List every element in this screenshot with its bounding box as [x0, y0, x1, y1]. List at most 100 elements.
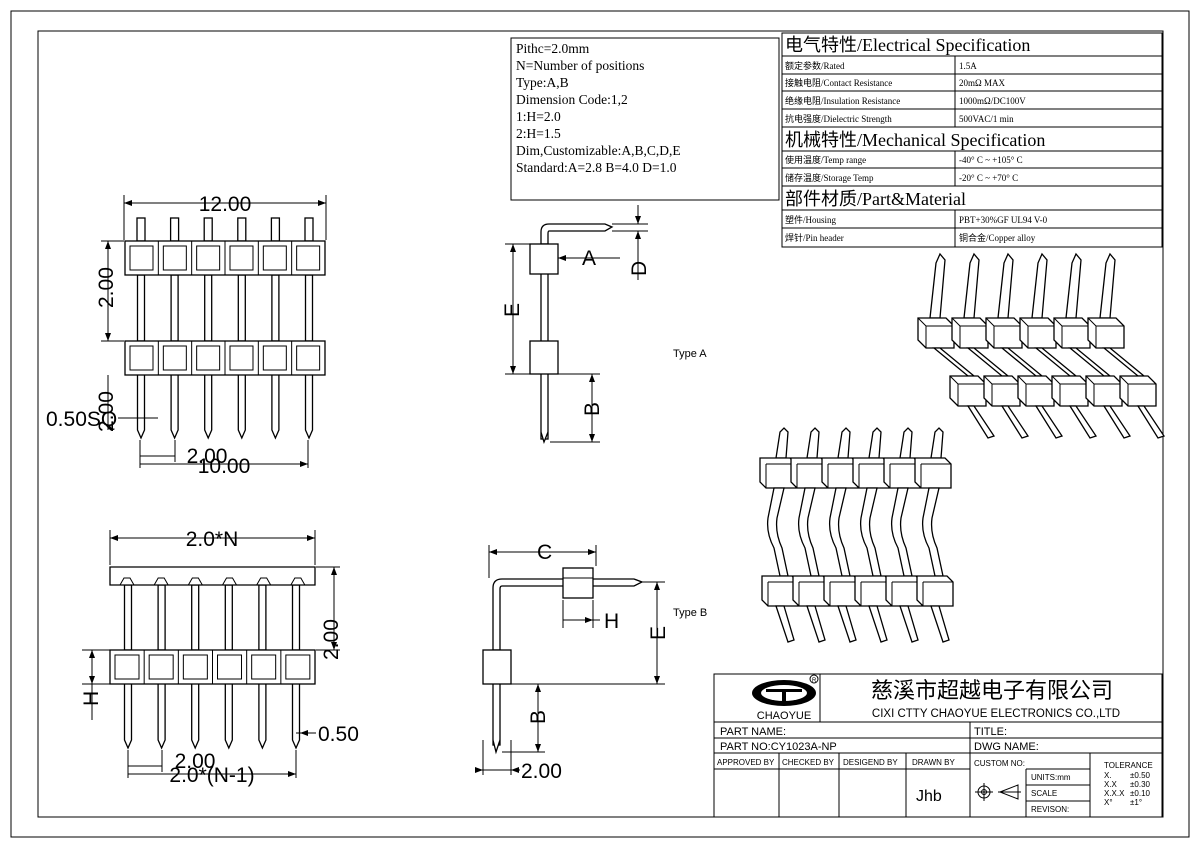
dim-pin-b: 0.50 [318, 723, 359, 746]
housing-notch [256, 577, 272, 586]
approved-by-label: APPROVED BY [717, 758, 775, 767]
iso-pin-tip [930, 427, 944, 459]
tol-key: X.X [1104, 780, 1118, 789]
iso-housing [759, 457, 797, 489]
spec-table: 电气特性/Electrical Specification 额定参数/Rated… [781, 32, 1163, 248]
iso-pin-tail [806, 605, 826, 643]
spec-value: 1.5A [959, 61, 977, 71]
brand-name: CHAOYUE [757, 710, 811, 722]
cell-window [196, 245, 221, 271]
dim-a: A [582, 247, 596, 270]
revision-label: REVISON: [1031, 805, 1069, 814]
tol-value: ±0.30 [1130, 780, 1151, 789]
dim-pin-length: 2.00 [95, 391, 118, 432]
isometric-view-type-b [759, 427, 954, 643]
iso-pin [1034, 347, 1078, 377]
iso-pin-tail [966, 405, 996, 439]
iso-pin-cranked [766, 487, 789, 577]
pin-lower [237, 375, 246, 440]
iso-pin-bent [1065, 252, 1082, 319]
housing-notch [222, 577, 237, 586]
tol-value: ±1° [1130, 798, 1142, 807]
company-name-cn: 慈溪市超越电子有限公司 [871, 678, 1113, 703]
pin-body [191, 584, 200, 651]
iso-pin-tail [1102, 405, 1132, 439]
pin-lower [170, 375, 179, 440]
iso-pin-bent [963, 252, 980, 319]
spec-label: 接触电阻/Contact Resistance [785, 77, 892, 88]
pin-tip [203, 217, 213, 242]
dim-h-b: H [604, 610, 619, 633]
spec-label: 塑件/Housing [785, 214, 837, 225]
cell-window [262, 345, 287, 371]
cell-window [251, 654, 277, 680]
pin-lower [157, 684, 166, 750]
iso-housing [821, 457, 859, 489]
note-line: N=Number of positions [516, 58, 644, 73]
dwg-name-label: DWG NAME: [974, 741, 1039, 753]
notes-box [510, 37, 780, 201]
pin-tip [136, 217, 146, 242]
iso-pin [1068, 347, 1112, 377]
front-view-double-row: 12.00 2.00 2.00 0.50SQ 2.00 10.00 [46, 193, 327, 478]
part-no: PART NO:CY1023A-NP [720, 741, 837, 753]
dim-foot: 2.00 [521, 760, 562, 783]
housing-notch [119, 577, 135, 586]
title-block: R CHAOYUE 慈溪市超越电子有限公司 CIXI CTTY CHAOYUE … [713, 673, 1163, 818]
iso-housing [761, 575, 799, 607]
housing-notch [290, 577, 306, 586]
projection-symbol-icon [975, 783, 1021, 801]
iso-pin-tail [775, 605, 795, 643]
iso-pin [1102, 347, 1146, 377]
pin-lower [224, 684, 233, 750]
electrical-spec-header: 电气特性/Electrical Specification [785, 35, 1030, 55]
spec-value: -40° C ~ +105° C [959, 155, 1023, 165]
iso-housing [985, 317, 1023, 349]
pin-lower [271, 375, 280, 440]
cell-window [114, 654, 140, 680]
cell-window [296, 245, 321, 271]
tol-key: X.X.X [1104, 789, 1125, 798]
spec-label: 绝缘电阻/Insulation Resistance [785, 95, 900, 106]
scale-label: SCALE [1031, 789, 1057, 798]
spec-value: 20mΩ MAX [959, 78, 1005, 88]
isometric-view-type-a [917, 252, 1166, 439]
iso-pin-tip [837, 427, 851, 459]
iso-housing [1017, 375, 1055, 407]
iso-housing [951, 317, 989, 349]
iso-pin-cranked [828, 487, 851, 577]
note-line: 1:H=2.0 [516, 109, 561, 124]
iso-housing [1119, 375, 1157, 407]
dim-width-n: 2.0*N [186, 528, 239, 551]
iso-housing [1053, 317, 1091, 349]
note-line: Pithc=2.0mm [516, 41, 590, 56]
pin-body [291, 584, 301, 651]
dim-b: B [581, 402, 604, 416]
mechanical-spec-header: 机械特性/Mechanical Specification [785, 130, 1045, 150]
pin-body [157, 584, 166, 651]
dim-e: E [501, 303, 524, 317]
iso-pin-tail [930, 605, 950, 643]
dim-c: C [537, 541, 552, 564]
notes-text: Pithc=2.0mm N=Number of positions Type:A… [516, 41, 681, 175]
pin-body [170, 274, 179, 342]
iso-pin-tip [806, 427, 820, 459]
iso-housing [885, 575, 923, 607]
pin-lower [291, 684, 301, 750]
iso-pin-cranked [797, 487, 820, 577]
material-spec-header: 部件材质/Part&Material [785, 189, 966, 209]
cell-window [162, 345, 187, 371]
pin-lower [123, 684, 133, 750]
front-view-single-row: 2.0*N 2.00 H 0.50 2.00 2.0*(N-1) [80, 528, 359, 787]
iso-pin-tail [837, 605, 857, 643]
custom-no-label: CUSTOM NO: [974, 759, 1025, 768]
outer-frame [10, 10, 1190, 838]
chaoyue-logo: R CHAOYUE [752, 674, 819, 722]
note-line: 2:H=1.5 [516, 126, 561, 141]
pin-tip [169, 217, 180, 242]
tol-key: X. [1104, 771, 1112, 780]
title-label: TITLE: [974, 726, 1007, 738]
tol-value: ±0.50 [1130, 771, 1151, 780]
iso-pin-cranked [921, 487, 944, 577]
